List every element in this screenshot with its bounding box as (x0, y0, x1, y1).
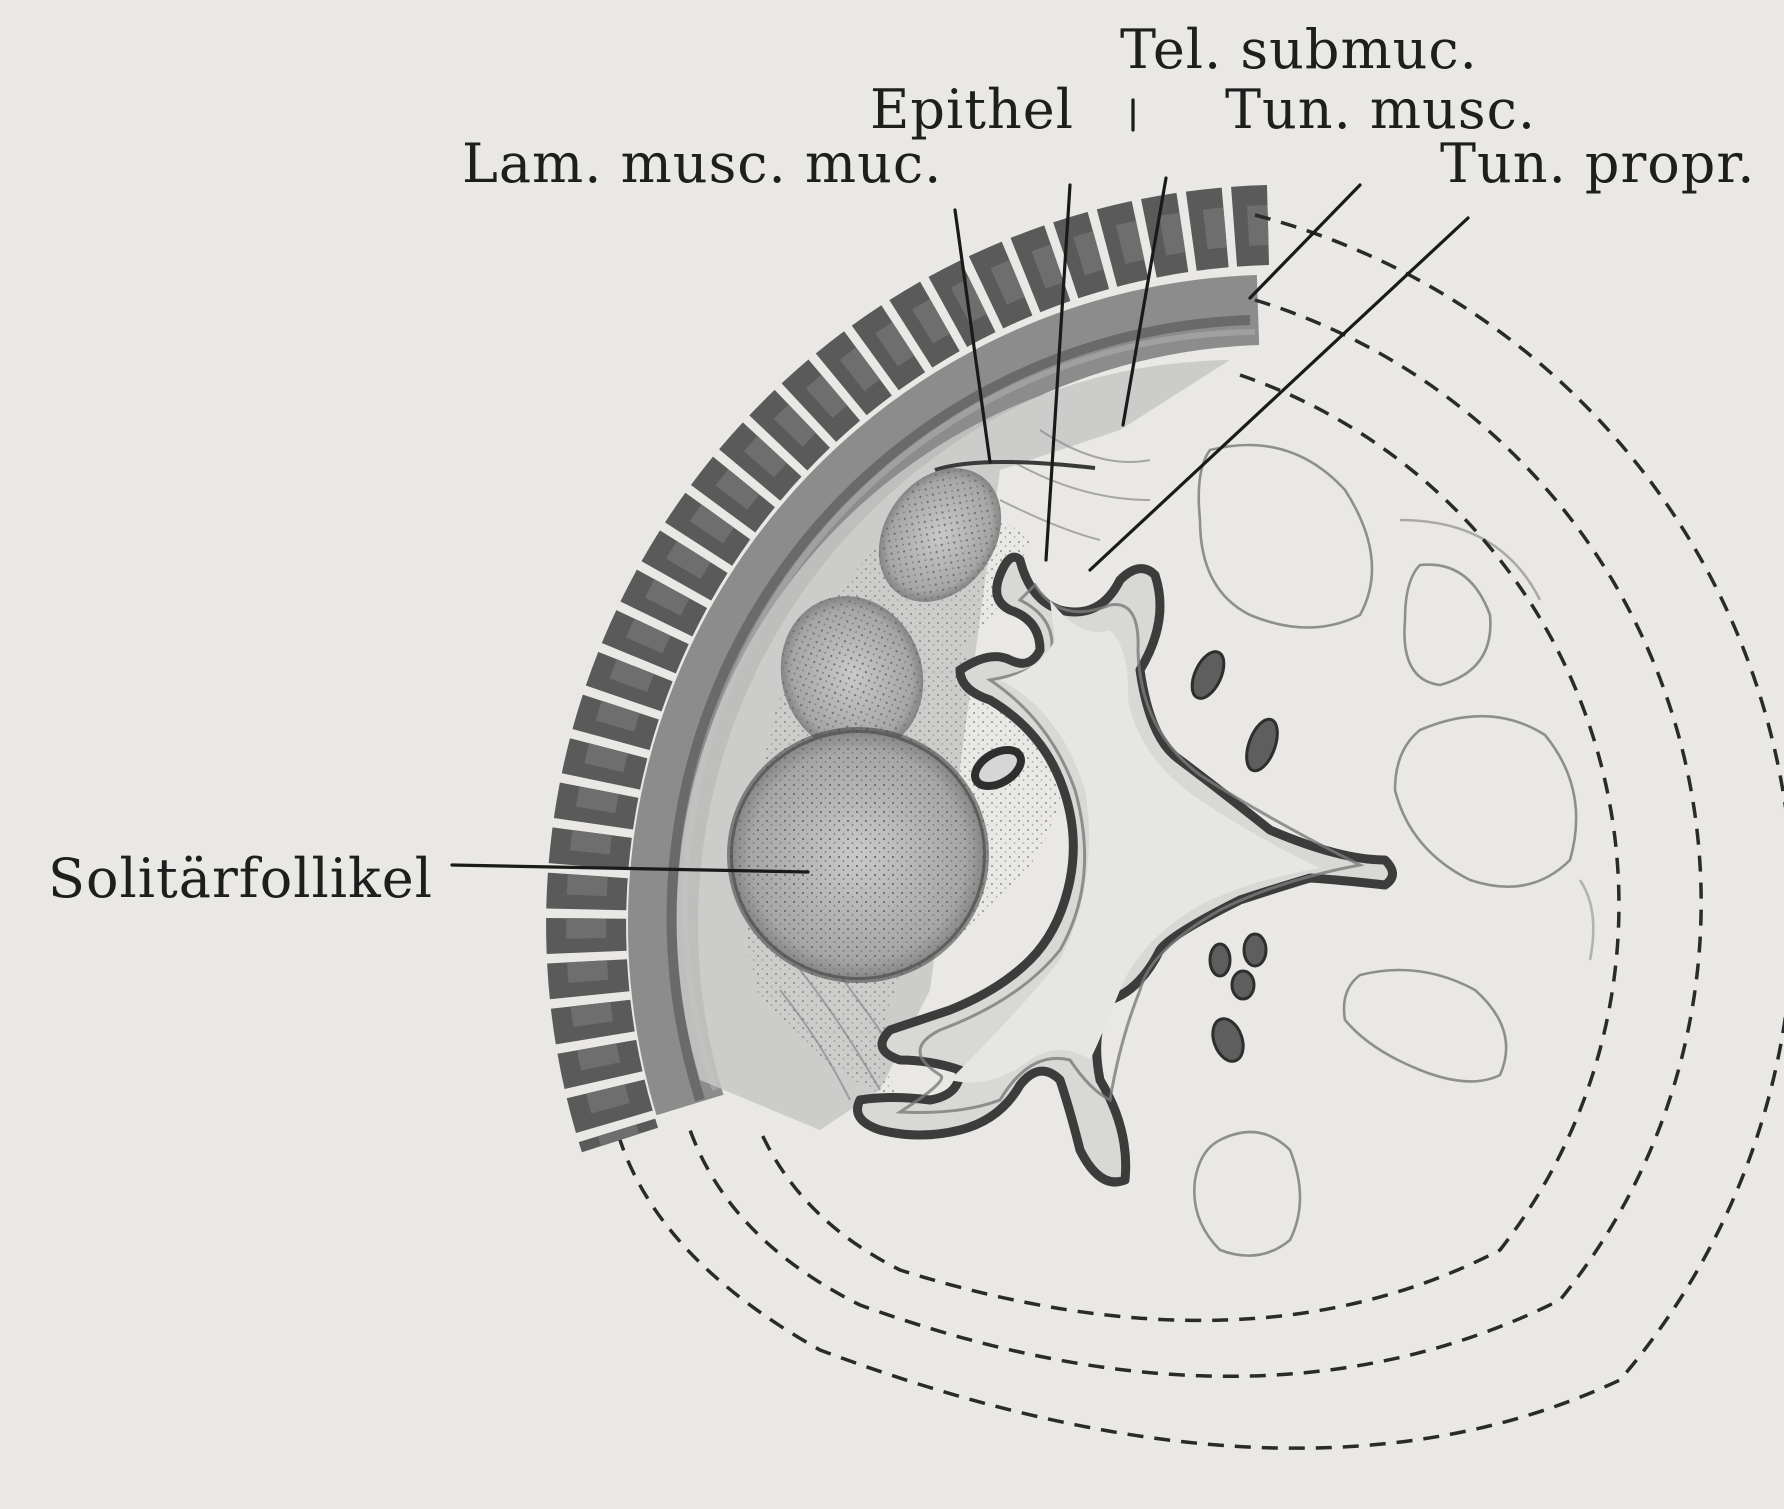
label-lam-musc-muc: Lam. musc. muc. (462, 132, 942, 195)
label-tel-submuc: Tel. submuc. (1120, 18, 1478, 81)
label-tun-propr: Tun. propr. (1440, 132, 1755, 195)
label-solitaerfollikel: Solitärfollikel (48, 847, 433, 910)
solitary-follicle (730, 730, 986, 980)
